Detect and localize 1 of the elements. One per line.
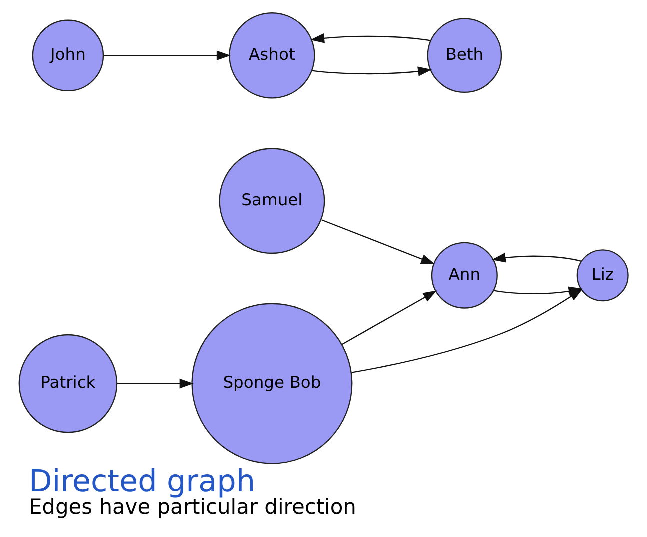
diagram-title: Directed graph (28, 464, 256, 500)
